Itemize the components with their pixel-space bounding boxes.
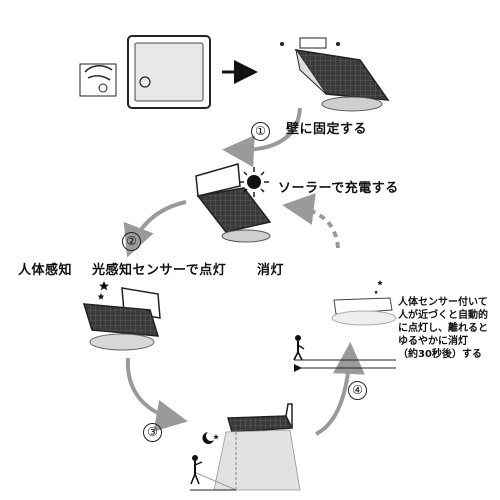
- mounted-light-illustration: [280, 37, 390, 112]
- step-number-3: ③: [143, 423, 162, 442]
- description-line: に点灯し、離れると: [398, 323, 488, 334]
- description-line: 人体センサー付いて: [398, 297, 488, 308]
- label-fix-to-wall: 壁に固定する: [286, 122, 368, 137]
- arrow-dashed-return: [282, 193, 340, 249]
- charging-light-illustration: [195, 163, 272, 243]
- night-light-illustration: [82, 287, 161, 351]
- label-light-off: 消灯: [257, 263, 285, 278]
- arrow-step3: [125, 357, 188, 432]
- label-human-sensing: 人体感知: [18, 263, 73, 278]
- sun-icon: [239, 167, 269, 197]
- fading-light-illustration: [331, 276, 397, 326]
- description-line: （約30秒後）する: [398, 349, 482, 360]
- description-line: 人が近づくと自動的: [398, 310, 488, 321]
- label-light-sensor: 光感知センサーで点灯: [92, 263, 227, 278]
- arrow-step4: [315, 342, 365, 436]
- moon-icon-left: [78, 280, 109, 305]
- mounting-plate-illustration: [79, 35, 211, 109]
- description-line: ゆるやかに消灯: [398, 336, 468, 347]
- arrow-step1: [222, 107, 302, 168]
- step-number-4: ④: [348, 381, 367, 400]
- label-solar-charge: ソーラーで充電する: [278, 181, 399, 196]
- description-block: 人体センサー付いて 人が近づくと自動的 に点灯し、離れると ゆるやかに消灯 （約…: [398, 296, 488, 361]
- step-number-2: ②: [122, 232, 141, 251]
- motion-scene-illustration: [190, 403, 301, 491]
- walking-person-illustration: [293, 335, 396, 372]
- step-number-1: ①: [251, 122, 270, 141]
